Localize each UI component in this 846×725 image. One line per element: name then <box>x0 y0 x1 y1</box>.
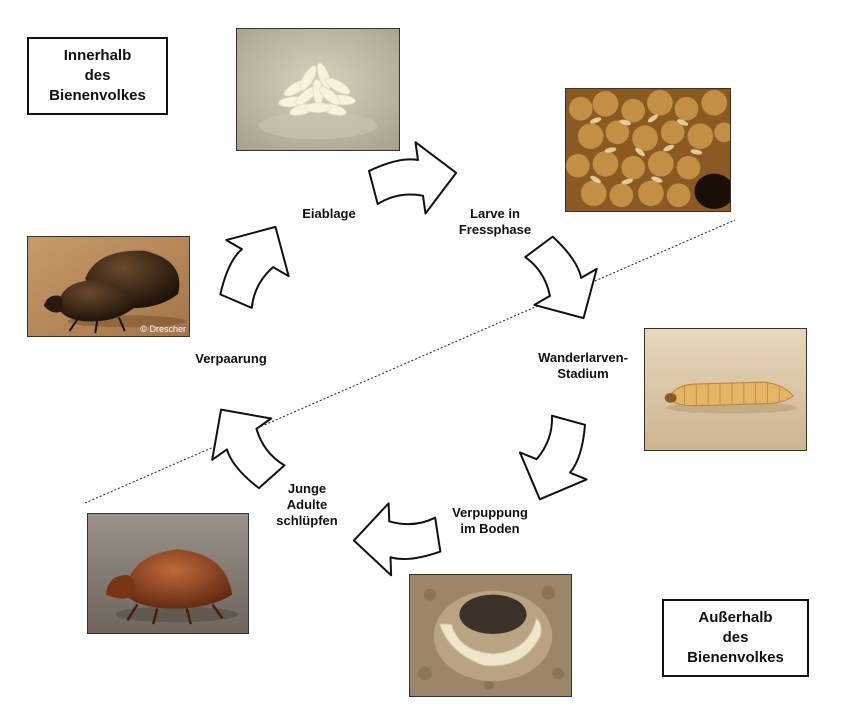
arrow-verpaarung-to-eiablage <box>219 225 290 309</box>
arrow-eiablage-to-larve <box>368 141 458 215</box>
label-verpuppung: Verpuppung im Boden <box>452 505 528 536</box>
arrow-larve-to-wander <box>524 235 598 320</box>
inside-colony-box: Innerhalb des Bienenvolkes <box>27 37 168 115</box>
photo-pupa-soil <box>409 574 572 697</box>
photo-credit: © Drescher <box>140 324 186 334</box>
label-junge-adulte: Junge Adulte schlüpfen <box>276 481 338 528</box>
photo-young-adult-beetle <box>87 513 249 634</box>
photo-wandering-larva <box>644 328 807 451</box>
outside-colony-box: Außerhalb des Bienenvolkes <box>662 599 809 677</box>
label-larve-fressphase: Larve in Fressphase <box>458 206 532 237</box>
label-wanderlarven-stadium: Wanderlarven- Stadium <box>538 350 628 381</box>
label-eiablage: Eiablage <box>302 206 356 221</box>
arrow-junge-to-verpaarung <box>211 408 286 490</box>
photo-eggs <box>236 28 400 151</box>
photo-larvae-comb <box>565 88 731 212</box>
photo-adult-beetles: © Drescher <box>27 236 190 337</box>
label-verpaarung: Verpaarung <box>195 351 267 366</box>
arrow-verpuppung-to-junge <box>352 502 442 577</box>
arrow-wander-to-verpuppung <box>518 414 588 501</box>
